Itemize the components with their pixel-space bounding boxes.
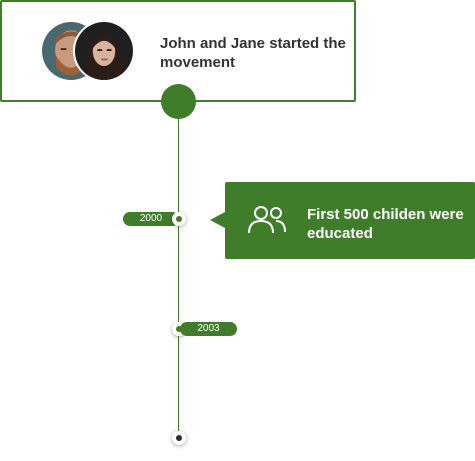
timeline-marker-2000[interactable]	[172, 212, 186, 226]
people-icon	[248, 206, 286, 234]
jane-avatar-photo-icon	[75, 22, 133, 80]
event-card-pointer	[210, 212, 225, 228]
origin-title: John and Jane started the movement	[160, 35, 346, 71]
jane-avatar	[73, 20, 135, 82]
event-text-2000: First 500 childen were educated	[307, 206, 464, 242]
year-label-2003: 2003	[180, 322, 237, 336]
event-card-2000: First 500 childen were educated	[225, 182, 475, 259]
origin-card: John and Jane started the movement	[0, 0, 356, 102]
year-label-2000: 2000	[123, 212, 179, 226]
timeline-line	[178, 110, 179, 438]
timeline-end-marker	[172, 431, 186, 445]
